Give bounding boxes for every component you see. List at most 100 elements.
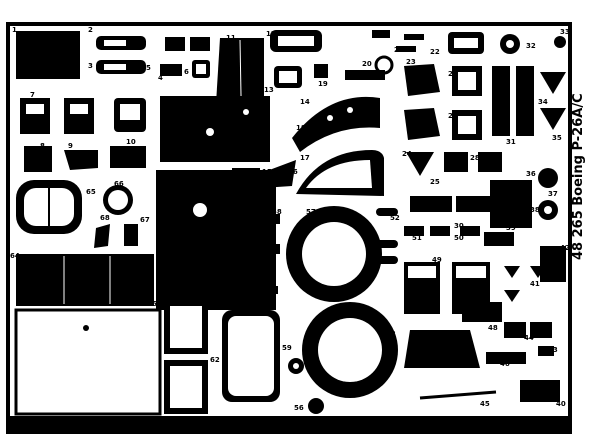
label-49: 49 [432,256,442,264]
part-59 [222,310,280,402]
label-23: 23 [406,58,416,66]
label-31: 31 [506,138,516,146]
part-52 [376,208,398,264]
part-19 [314,64,328,78]
origin-text: Made in Czech Republic [454,423,549,432]
label-17: 17 [300,154,310,162]
label-47: 47 [414,350,424,358]
label-33: 33 [560,28,570,36]
part-14 [160,96,270,162]
part-labels: 2 3 4 5 6 7 8 9 10 11 12 13 14 15 16 17 … [10,26,570,430]
label-58: 58 [272,208,282,216]
part-60 [156,170,276,310]
part-66 [103,185,133,215]
label-3: 3 [88,62,93,70]
label-18: 18 [296,124,306,132]
part-42 [540,246,566,282]
part-61 [164,300,208,354]
label-19: 19 [318,80,328,88]
label-28: 28 [470,154,480,162]
label-40: 40 [556,400,566,408]
label-1: 1 [12,26,17,34]
part-6 [192,60,210,78]
part-13 [274,66,302,88]
label-35: 35 [552,134,562,142]
label-43: 43 [548,346,558,354]
label-21: 21 [394,46,404,54]
label-39: 39 [506,224,516,232]
label-24: 24 [402,150,412,158]
part-26 [452,66,482,96]
label-36: 36 [526,170,536,178]
label-7: 7 [30,91,35,99]
manufacturer-credit: EDUARD M.A.Ltd. [330,423,399,432]
part-12 [270,30,322,52]
label-60: 60 [244,298,254,306]
part-54 [262,264,278,294]
part-9 [64,150,98,170]
part-43 [538,346,554,356]
label-34: 34 [538,98,548,106]
part-67 [124,224,138,246]
label-54: 54 [264,274,274,282]
part-62 [164,360,208,414]
part-5 [160,64,182,76]
part-64 [16,254,154,306]
part-31 [492,66,534,136]
label-27: 27 [448,112,458,120]
part-40 [520,380,560,402]
part-36 [490,180,532,228]
label-53: 53 [386,330,396,338]
label-4: 4 [158,74,163,82]
label-63: 63 [152,300,162,308]
label-55: 55 [318,422,328,430]
part-32 [500,34,566,54]
label-51: 51 [412,234,422,242]
part-45 [419,390,497,400]
part-56 [288,358,324,414]
label-62: 62 [210,356,220,364]
part-53 [302,302,398,398]
part-30 [410,196,498,212]
label-15: 15 [262,168,272,176]
part-22 [404,34,424,40]
label-9: 9 [68,142,73,150]
label-68: 68 [100,214,110,222]
part-49 [404,262,440,314]
label-50: 50 [454,234,464,242]
label-6: 6 [184,68,189,76]
label-32: 32 [526,42,536,50]
part-10 [114,98,146,132]
label-38: 38 [530,206,540,214]
label-20: 20 [362,60,372,68]
label-42: 42 [560,244,570,252]
part-3 [96,60,146,74]
label-56: 56 [294,404,304,412]
label-16: 16 [288,168,298,176]
part-51 [404,226,480,236]
copyright-year: ©1998 [392,423,420,432]
part-57 [286,206,382,302]
fret-bottom-rail [10,416,568,418]
part-24 [404,64,440,140]
part-48 [462,302,502,322]
fret-title: 48 265 Boeing P-26A/C [571,93,586,260]
label-30: 30 [454,222,464,230]
part-2 [96,36,146,50]
part-25 [406,152,434,176]
part-47 [404,330,480,368]
part-7 [20,98,94,134]
label-13: 13 [264,86,274,94]
part-39 [484,232,514,246]
part-58 [264,214,280,254]
part-18 [292,96,380,152]
label-22: 22 [430,48,440,56]
label-44: 44 [524,334,534,342]
label-46: 46 [500,360,510,368]
label-59: 59 [282,344,292,352]
label-2: 2 [88,26,93,34]
part-4 [165,37,210,51]
label-11: 11 [226,34,236,42]
part-21 [372,30,416,52]
